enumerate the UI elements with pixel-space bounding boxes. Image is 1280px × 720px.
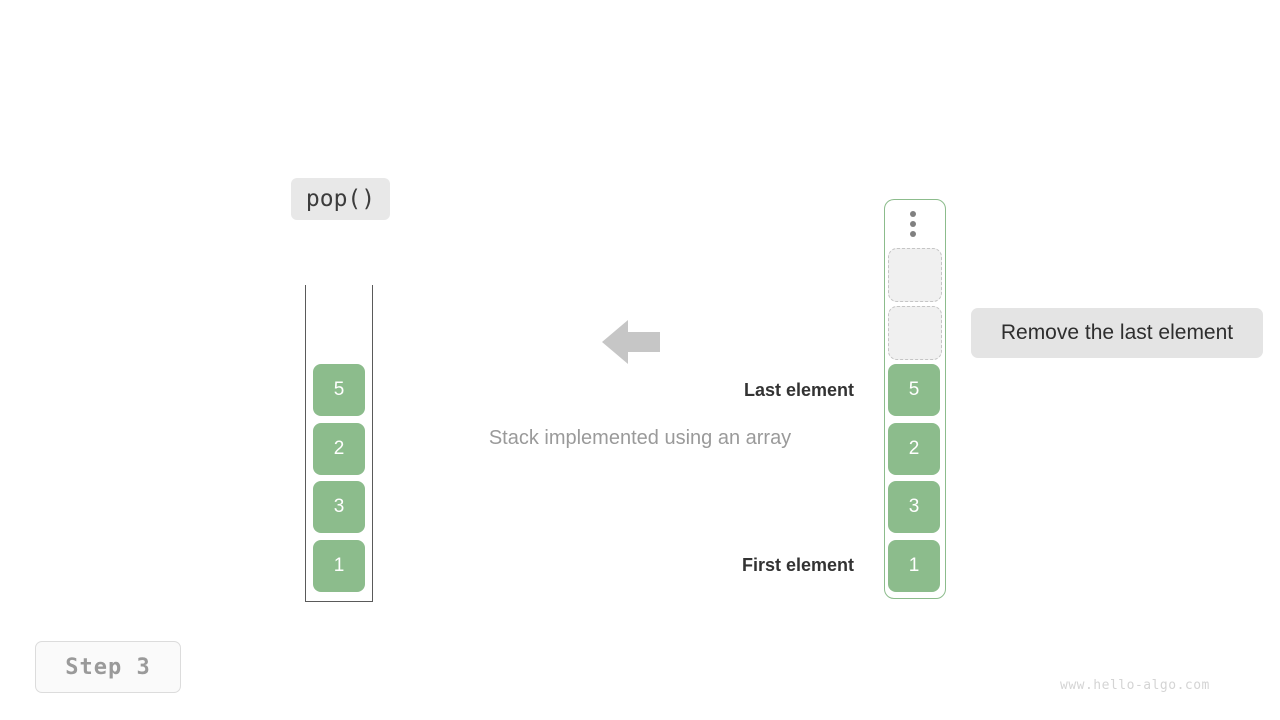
arrow-left-icon	[602, 320, 660, 364]
step-badge: Step 3	[35, 641, 181, 693]
last-element-label: Last element	[743, 380, 854, 400]
stack-element: 5	[313, 364, 365, 416]
stack-element: 1	[313, 540, 365, 592]
vertical-ellipsis-icon	[910, 211, 918, 237]
first-element-label: First element	[741, 555, 854, 575]
diagram-caption: Stack implemented using an array	[488, 427, 792, 449]
watermark: www.hello-algo.com	[1060, 678, 1210, 693]
array-element: 2	[888, 423, 940, 475]
operation-label: pop()	[291, 178, 390, 220]
stack-element: 2	[313, 423, 365, 475]
stack-element: 3	[313, 481, 365, 533]
array-element: 3	[888, 481, 940, 533]
annotation-pill: Remove the last element	[971, 308, 1263, 358]
array-element: 1	[888, 540, 940, 592]
array-element: 5	[888, 364, 940, 416]
stack-container	[305, 285, 373, 602]
empty-array-slot	[888, 248, 942, 302]
empty-array-slot	[888, 306, 942, 360]
